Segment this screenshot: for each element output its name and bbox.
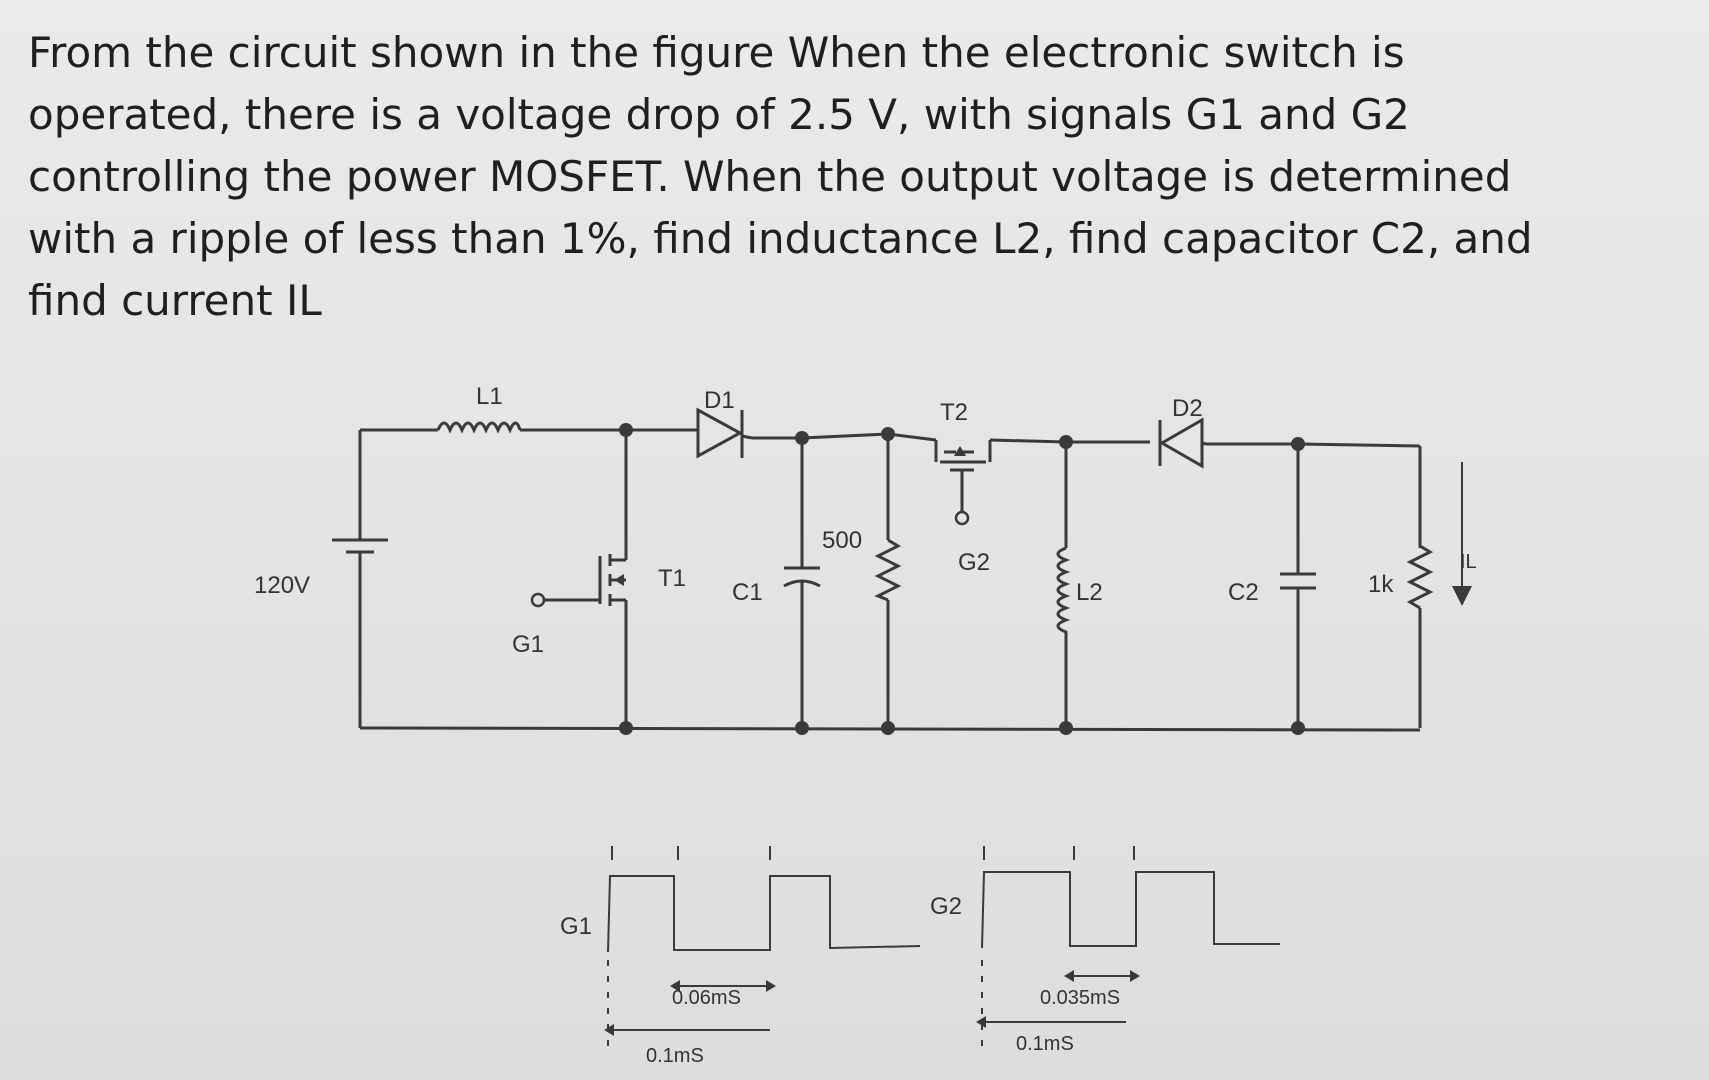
g1-circuit-label: G1	[512, 631, 544, 658]
waveform-g2	[976, 846, 1280, 1046]
junction-dots	[619, 423, 1305, 735]
r1-label: 500	[822, 527, 862, 554]
question-line-2: operated, there is a voltage drop of 2.5…	[28, 90, 1410, 139]
g2-on-time: 0.035mS	[1040, 987, 1120, 1009]
question-line-4: with a ripple of less than 1%, find indu…	[28, 214, 1533, 263]
l2-label: L2	[1076, 579, 1103, 606]
g2-period: 0.1mS	[1016, 1033, 1074, 1055]
battery-icon	[332, 538, 388, 560]
question-text: From the circuit shown in the figure Whe…	[28, 22, 1668, 332]
question-line-3: controlling the power MOSFET. When the o…	[28, 152, 1512, 201]
g1-period: 0.1mS	[646, 1045, 704, 1067]
resistor-500-icon	[874, 538, 902, 602]
d2-label: D2	[1172, 395, 1203, 422]
r2-label: 1k	[1368, 571, 1394, 598]
il-label: IL	[1460, 551, 1477, 573]
question-line-1: From the circuit shown in the figure Whe…	[28, 28, 1405, 77]
waveform-g1	[604, 846, 921, 1046]
capacitor-c1-icon	[783, 566, 821, 588]
source-label: 120V	[254, 572, 310, 599]
capacitor-c2-icon	[1280, 572, 1316, 590]
d1-label: D1	[704, 387, 735, 414]
t1-label: T1	[658, 565, 686, 592]
diode-d1-icon	[696, 407, 753, 459]
diode-d2-icon	[1158, 417, 1207, 469]
l1-label: L1	[476, 383, 503, 410]
mosfet-t2-icon	[934, 440, 992, 526]
c1-label: C1	[732, 579, 763, 606]
g2-wave-label: G2	[930, 893, 962, 920]
inductor-l2-icon	[1056, 546, 1071, 640]
t2-label: T2	[940, 399, 968, 426]
current-arrow-icon	[1452, 462, 1472, 606]
g1-wave-label: G1	[560, 913, 592, 940]
g1-on-time: 0.06mS	[672, 987, 741, 1009]
circuit-wiring	[358, 428, 1422, 732]
resistor-1k-icon	[1406, 544, 1434, 610]
question-line-5: find current IL	[28, 276, 322, 325]
c2-label: C2	[1228, 579, 1259, 606]
inductor-l1-icon	[436, 421, 532, 434]
mosfet-t1-icon	[530, 554, 626, 608]
g2-circuit-label: G2	[958, 549, 990, 576]
